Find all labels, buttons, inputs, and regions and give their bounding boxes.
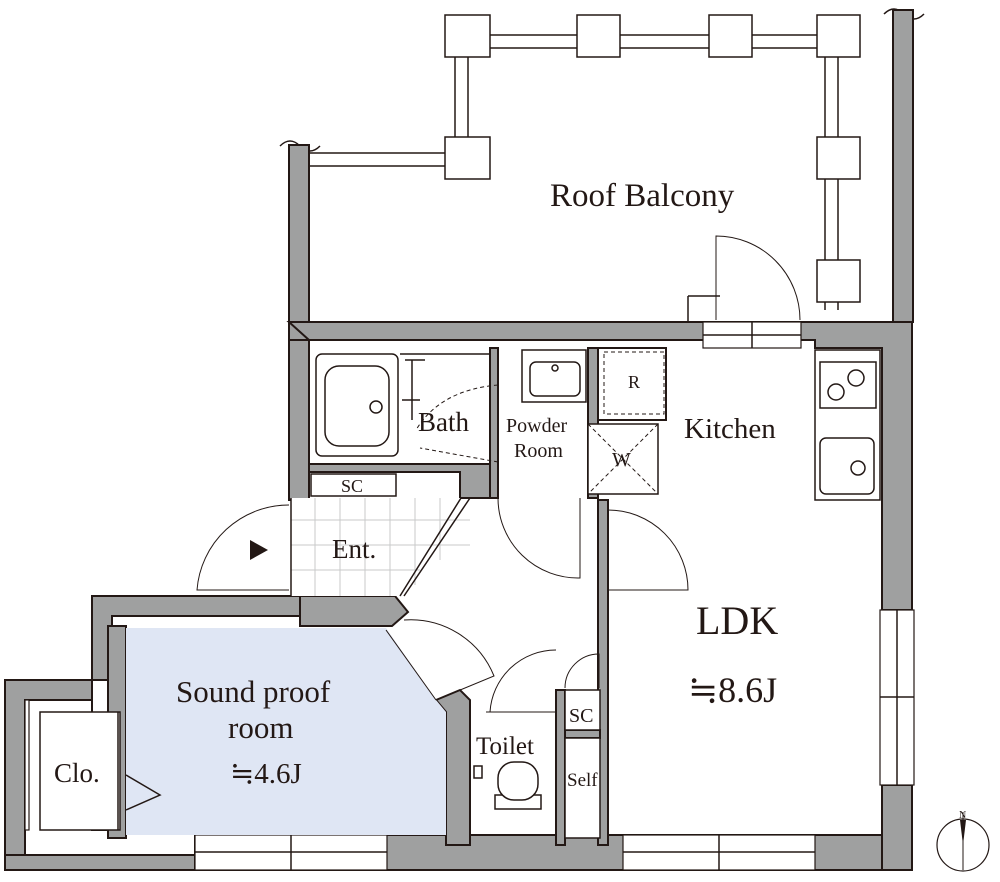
powder-sink (521, 349, 587, 403)
ldk-label: LDK (696, 598, 778, 643)
sound-room-label-line1: Sound proof (176, 674, 331, 709)
fridge-space (603, 351, 665, 415)
toilet-storage-label: SC (569, 705, 593, 727)
compass-icon (936, 812, 990, 872)
shelf-box (564, 737, 601, 839)
toilet-storage (564, 689, 601, 731)
balcony-railing (310, 14, 861, 322)
sound-room-label-line2: room (228, 710, 293, 745)
entrance-storage-label: SC (341, 476, 363, 496)
kitchen-counter (814, 349, 881, 501)
washer-label: W (612, 449, 631, 471)
roof-balcony-label: Roof Balcony (550, 178, 735, 214)
doors (196, 235, 801, 713)
kitchen-label: Kitchen (684, 413, 776, 445)
sound-room-size-label: ≒4.6J (230, 758, 302, 790)
bath-label: Bath (418, 407, 469, 437)
powder-room-label-line2: Room (514, 440, 563, 462)
compass-north-label: N (959, 810, 966, 821)
refrigerator-label: R (628, 372, 640, 392)
powder-room-label-line1: Powder (506, 415, 567, 437)
toilet-label: Toilet (476, 733, 534, 760)
entrance-tile (290, 497, 471, 597)
closet-label: Clo. (54, 758, 100, 788)
bathtub (315, 353, 499, 463)
closet-rod (39, 711, 162, 831)
entrance-storage (310, 473, 397, 497)
entrance-label: Ent. (332, 534, 376, 564)
ldk-size-label: ≒8.6J (688, 670, 777, 710)
sound-room-floor (126, 628, 446, 835)
toilet-bowl (473, 761, 542, 810)
entrance-arrow-icon (250, 540, 268, 560)
windows (24, 321, 915, 871)
shelf-label: Self (567, 770, 598, 791)
washer-space (587, 423, 659, 495)
